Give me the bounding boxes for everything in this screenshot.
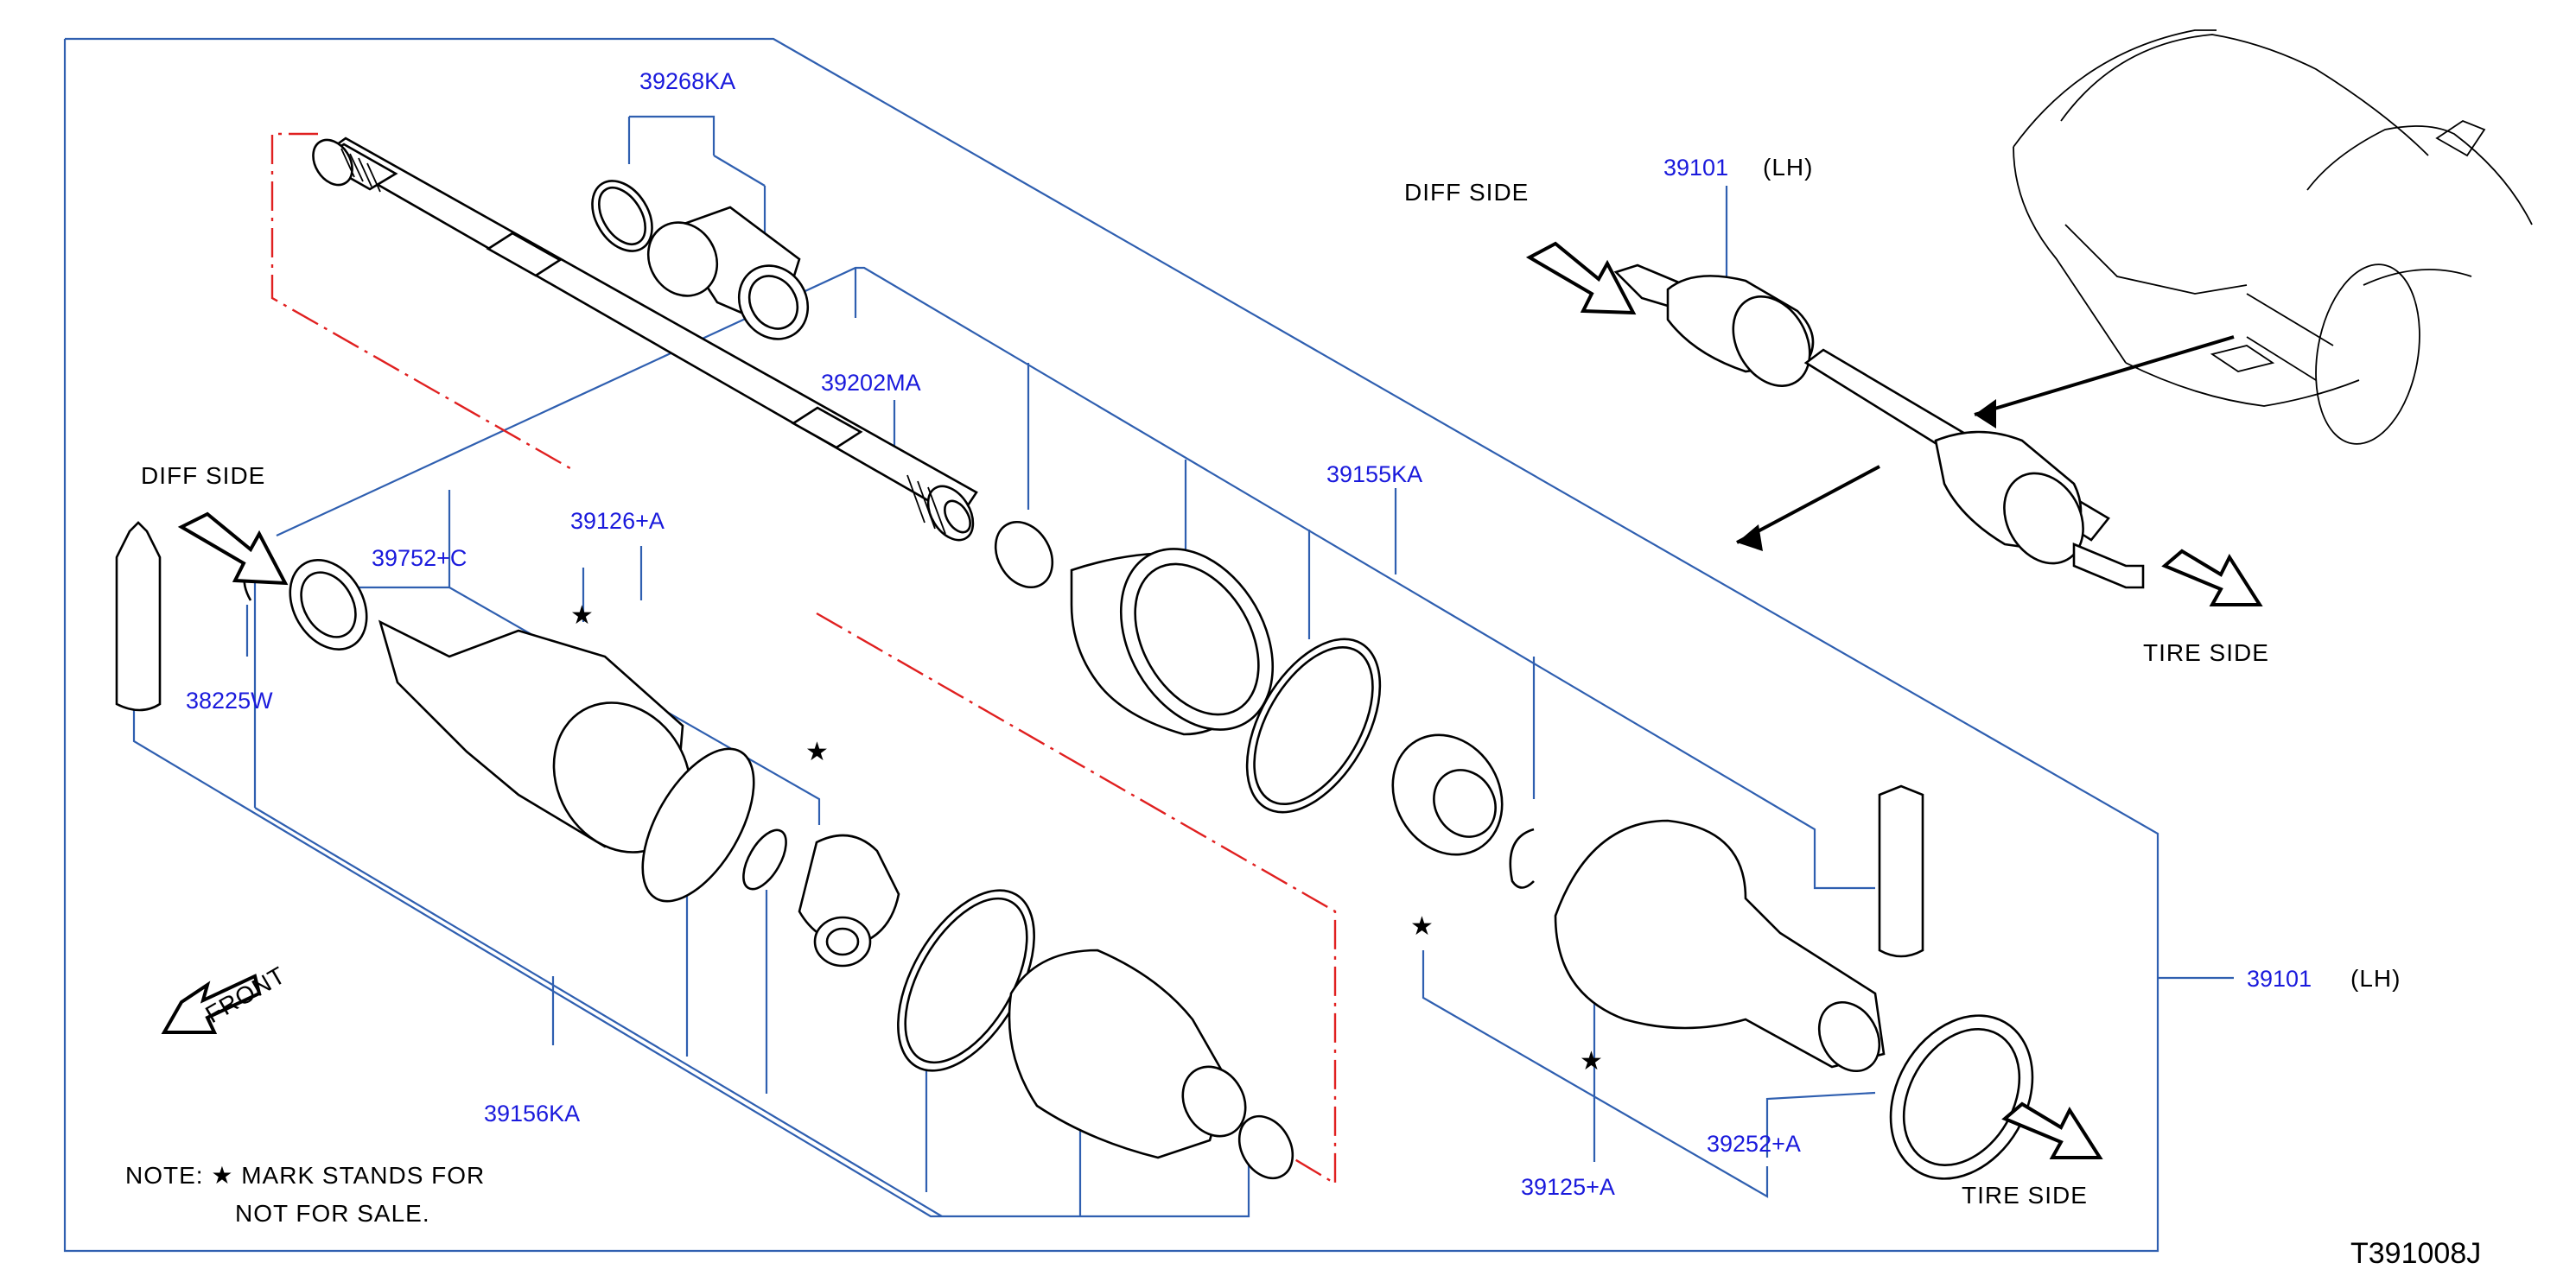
part-number-39268KA: 39268KA bbox=[639, 68, 735, 94]
star-mark: ★ bbox=[1410, 911, 1434, 942]
diff-side-label-top: DIFF SIDE bbox=[1404, 179, 1529, 206]
part-number-39155KA: 39155KA bbox=[1326, 461, 1422, 487]
diff-side-arrow-top bbox=[1525, 241, 1637, 315]
star-mark: ★ bbox=[1580, 1046, 1603, 1076]
tire-side-label-top: TIRE SIDE bbox=[2143, 639, 2269, 666]
front-arrow bbox=[161, 974, 262, 1034]
diagram-code: T391008J bbox=[2350, 1237, 2481, 1270]
lh-label-top: (LH) bbox=[1763, 154, 1813, 181]
car-outline bbox=[2013, 29, 2533, 445]
direction-arrows bbox=[161, 241, 2263, 1159]
tire-side-arrow-top bbox=[2161, 549, 2263, 606]
part-number-39126A: 39126+A bbox=[570, 508, 665, 534]
note-line-1: NOTE: ★ MARK STANDS FOR bbox=[125, 1162, 485, 1189]
part-number-39752C: 39752+C bbox=[372, 545, 467, 571]
diff-side-arrow-left bbox=[177, 511, 289, 586]
part-number-39156KA: 39156KA bbox=[484, 1101, 580, 1127]
part-labels: 39268KA 39202MA 39155KA 39752+C 39126+A … bbox=[186, 68, 2401, 1200]
star-mark: ★ bbox=[805, 737, 829, 767]
note: NOTE: ★ MARK STANDS FOR NOT FOR SALE. bbox=[125, 1162, 485, 1227]
part-number-39101-right: 39101 bbox=[2247, 966, 2312, 992]
tire-side-arrow-bottom bbox=[2001, 1101, 2103, 1159]
star-marks: ★ ★ ★ ★ bbox=[570, 600, 1603, 1076]
star-mark: ★ bbox=[570, 600, 594, 631]
inner-shaft bbox=[312, 136, 978, 542]
note-line-2: NOT FOR SALE. bbox=[235, 1200, 430, 1227]
damper-and-band bbox=[591, 180, 810, 340]
outer-joint bbox=[1391, 733, 2034, 1180]
centerlines bbox=[270, 132, 1337, 1186]
boot-lower bbox=[897, 889, 1294, 1180]
part-number-39252A: 39252+A bbox=[1707, 1131, 1801, 1157]
part-number-38225W: 38225W bbox=[186, 688, 273, 714]
inner-joint bbox=[115, 521, 900, 968]
boot-upper bbox=[994, 520, 1382, 814]
part-number-39125A: 39125+A bbox=[1521, 1174, 1615, 1200]
lh-label-right: (LH) bbox=[2350, 965, 2401, 992]
part-number-39202MA: 39202MA bbox=[821, 370, 921, 396]
part-number-39101-top: 39101 bbox=[1663, 155, 1728, 181]
tire-side-label-bottom: TIRE SIDE bbox=[1962, 1182, 2088, 1209]
overview-driveshaft bbox=[1613, 263, 2145, 589]
overview-arrows bbox=[1736, 335, 2235, 551]
diff-side-label-left: DIFF SIDE bbox=[141, 462, 265, 489]
